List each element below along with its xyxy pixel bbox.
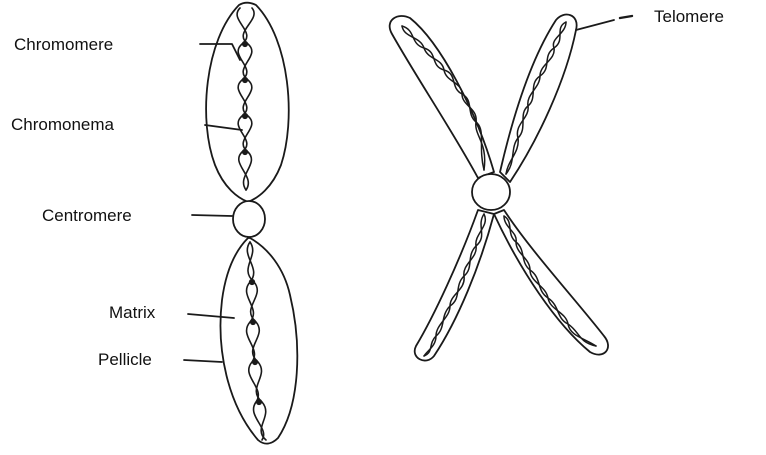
right-upper-left-arm: [390, 16, 494, 178]
left-centromere: [233, 201, 265, 237]
label-centromere: Centromere: [42, 207, 132, 224]
label-matrix: Matrix: [109, 304, 155, 321]
chromomere-leader: [200, 44, 240, 60]
right-upper-right-arm: [500, 15, 577, 182]
left-lower-arm-pellicle: [221, 238, 298, 444]
right-lower-right-chromonema: [504, 216, 596, 346]
label-telomere: Telomere: [654, 8, 724, 25]
right-upper-right-chromonema: [506, 22, 566, 174]
left-upper-chromonema: [237, 8, 254, 190]
right-upper-left-chromonema: [402, 26, 485, 170]
label-chromomere: Chromomere: [14, 36, 113, 53]
matrix-leader: [188, 314, 234, 318]
right-lower-left-chromonema: [424, 214, 485, 356]
left-lower-chromonema: [247, 242, 266, 440]
chromonema-leader: [205, 125, 242, 130]
right-centromere: [472, 174, 510, 210]
pellicle-leader: [184, 360, 222, 362]
label-chromonema: Chromonema: [11, 116, 114, 133]
label-pellicle: Pellicle: [98, 351, 152, 368]
telomere-leader: [576, 20, 614, 30]
centromere-leader: [192, 215, 232, 216]
telomere-leader-dash: [620, 16, 632, 18]
